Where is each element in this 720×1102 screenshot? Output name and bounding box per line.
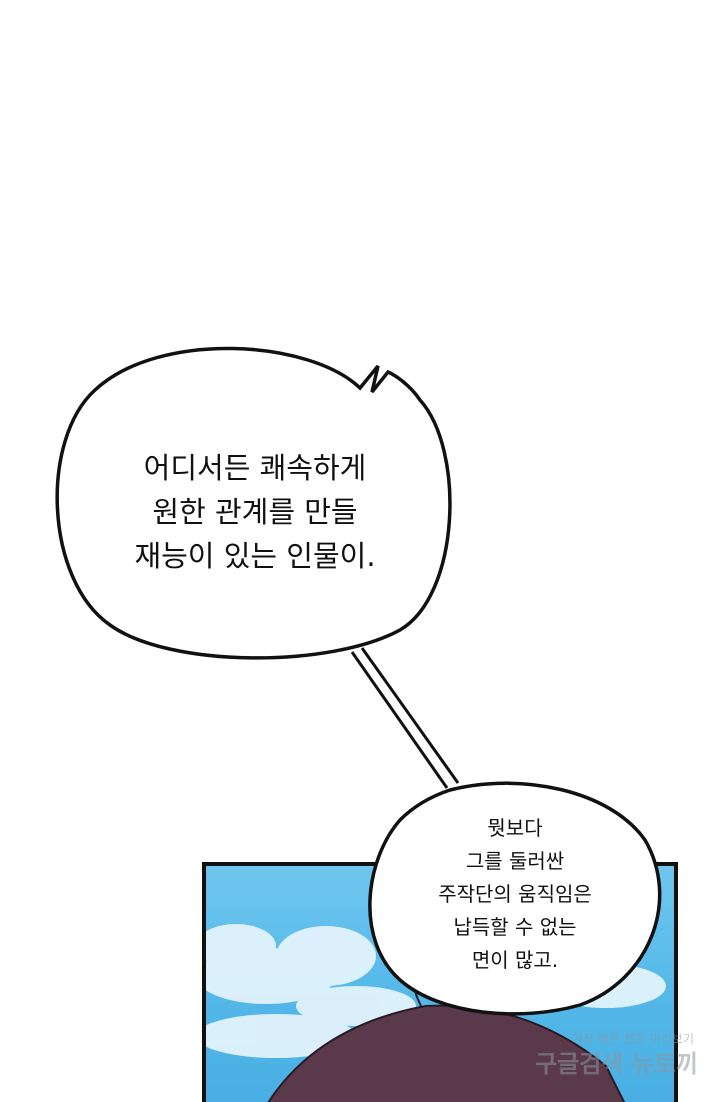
dialogue-line: 재능이 있는 인물이. xyxy=(134,539,376,573)
dialogue-line: 어디서든 쾌속하게 xyxy=(143,451,367,485)
dialogue-line: 원한 관계를 만들 xyxy=(152,495,358,529)
dialogue-line: 납득할 수 없는 xyxy=(453,915,577,939)
dialogue-line: 그를 둘러싼 xyxy=(465,849,565,873)
dialogue-line: 면이 많고. xyxy=(471,948,559,972)
character-hair xyxy=(267,1004,626,1102)
speech-bubble-1 xyxy=(55,346,452,660)
bubble-connector xyxy=(350,647,460,789)
dialogue-line: 주작단의 움직임은 xyxy=(438,882,592,906)
watermark-line-1: 가장 빠른 웹툰 미리보기 xyxy=(572,1032,694,1046)
watermark-line-2: 구글검색 뉴토끼 xyxy=(535,1050,698,1078)
dialogue-line: 뭣보다 xyxy=(487,816,543,840)
speech-bubble-2 xyxy=(368,781,662,1016)
bubble-1-text: 어디서든 쾌속하게 원한 관계를 만들 재능이 있는 인물이. xyxy=(90,446,420,578)
bubble-2-text: 뭣보다 그를 둘러싼 주작단의 움직임은 납득할 수 없는 면이 많고. xyxy=(400,812,630,977)
